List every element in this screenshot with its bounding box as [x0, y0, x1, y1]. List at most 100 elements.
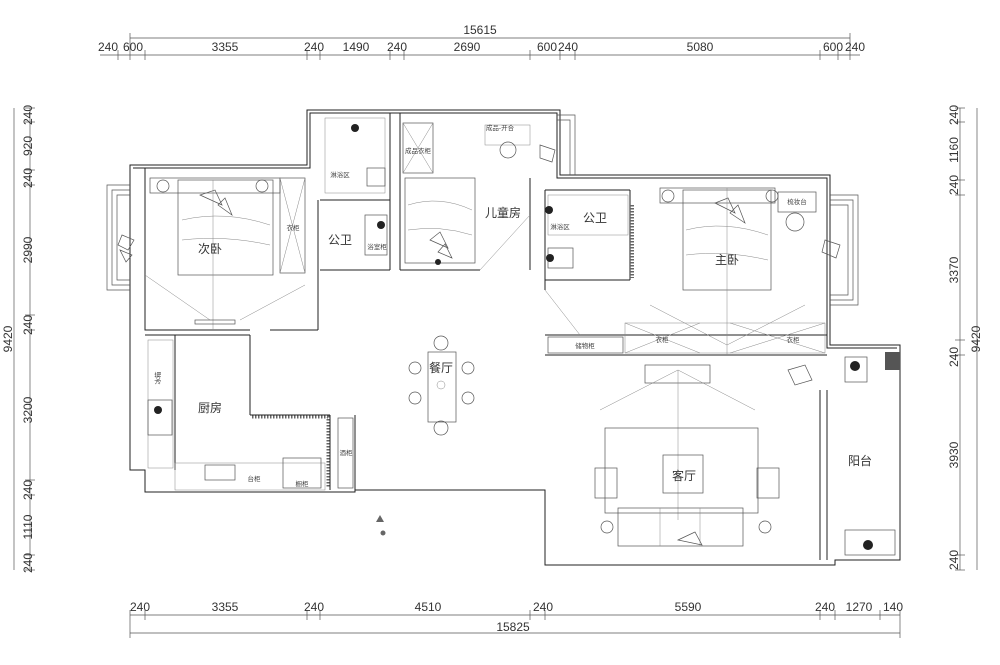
bottom-dim-3: 240 [304, 600, 324, 614]
left-dimension-chain: 240 920 240 2990 240 3200 240 1110 240 9… [1, 105, 35, 573]
lamp-icon [156, 179, 170, 193]
right-dim-7: 240 [947, 550, 961, 570]
left-dim-1: 240 [21, 105, 35, 125]
column-block [885, 352, 900, 370]
bottom-dim-2: 3355 [212, 600, 239, 614]
shower-head-icon [545, 206, 553, 214]
shoe-cabinet-label: 储物柜 [575, 341, 595, 350]
cooktop-label: 橱柜 [296, 479, 310, 488]
kitchen-wall-hatch [252, 415, 330, 488]
master-bedroom-furniture: 梳妆台 主卧 储物柜 衣柜 衣柜 [547, 187, 841, 355]
bath-cabinet-label: 浴室柜 [367, 242, 387, 251]
fridge [282, 457, 322, 489]
bottom-total-label: 15825 [496, 620, 530, 634]
right-dimension-chain: 240 1160 240 3370 240 3930 240 9420 [947, 105, 983, 571]
left-dim-9: 240 [21, 553, 35, 573]
bottom-dim-6: 5590 [675, 600, 702, 614]
shower-head-icon [351, 124, 359, 132]
room-label-balcony: 阳台 [848, 453, 872, 468]
bottom-dim-4: 4510 [415, 600, 442, 614]
left-dim-3: 240 [21, 168, 35, 188]
top-dimension-chain: 15615 240 600 3355 240 1490 240 2690 600… [98, 23, 865, 60]
top-dim-3: 3355 [212, 40, 239, 54]
left-dim-6: 3200 [21, 396, 35, 423]
bottom-dim-8: 1270 [846, 600, 873, 614]
balcony-fixtures: 阳台 [844, 352, 900, 556]
bath-2-fixtures: 淋浴区 公卫 [544, 194, 629, 336]
wash-basin-label: 成品-开合 [486, 123, 515, 132]
top-dim-1: 240 [98, 40, 118, 54]
bottom-dim-5: 240 [533, 600, 553, 614]
living-room-furniture: 客厅 [594, 364, 813, 547]
outer-walls [106, 109, 901, 566]
room-label-living: 客厅 [672, 468, 696, 483]
top-dim-11: 600 [823, 40, 843, 54]
second-bedroom-furniture: 次卧 衣柜 [117, 177, 306, 330]
wardrobe-label-1: 衣柜 [287, 223, 301, 232]
top-dim-2: 600 [123, 40, 143, 54]
dresser-label: 梳妆台 [787, 197, 807, 206]
left-dim-4: 2990 [21, 236, 35, 263]
wine-cabinet-label: 酒柜 [340, 448, 354, 457]
sofa [617, 507, 744, 547]
entrance-marker [376, 515, 386, 536]
top-dim-12: 240 [845, 40, 865, 54]
left-total-label: 9420 [1, 325, 15, 352]
room-label-dining: 餐厅 [429, 360, 453, 375]
washing-machine [844, 356, 868, 383]
stove [204, 464, 236, 481]
shower-label-1: 淋浴区 [330, 170, 350, 179]
bottom-dimension-chain: 240 3355 240 4510 240 5590 240 1270 140 … [129, 600, 903, 638]
stove-cabinet-label: 台柜 [248, 474, 262, 483]
left-dim-8: 1110 [21, 514, 35, 539]
bath-1-fixtures: 淋浴区 公卫 浴室柜 [324, 117, 388, 256]
wardrobe-label-2: 衣柜 [656, 335, 670, 344]
lamp-icon [661, 189, 675, 203]
bottom-dim-1: 240 [130, 600, 150, 614]
top-dim-6: 240 [387, 40, 407, 54]
wardrobe [279, 177, 306, 274]
top-dim-10: 5080 [687, 40, 714, 54]
dining-table [427, 351, 457, 423]
top-dim-8: 600 [537, 40, 557, 54]
fridge-label: 冰箱 [153, 371, 162, 385]
toilet-icon [366, 167, 386, 187]
dining-furniture: 餐厅 [408, 335, 475, 436]
rug [604, 427, 759, 514]
wash-basin [484, 124, 531, 146]
coffee-table [662, 454, 704, 494]
room-label-public-bath-1: 公卫 [328, 233, 352, 247]
dresser [777, 191, 817, 213]
vanity [364, 214, 388, 256]
kids-room-furniture: 成品衣柜 成品-开合 儿童房 [402, 122, 556, 271]
right-total-label: 9420 [969, 325, 983, 352]
wine-cabinet [337, 417, 354, 489]
linen-cabinet-label: 成品衣柜 [405, 146, 432, 155]
room-label-kids-room: 儿童房 [485, 205, 521, 220]
right-dim-6: 3930 [947, 441, 961, 468]
bottom-dim-7: 240 [815, 600, 835, 614]
linen-cabinet [402, 122, 434, 174]
tv-cabinet [644, 364, 711, 384]
sink [147, 399, 173, 436]
top-dim-7: 2690 [454, 40, 481, 54]
armchair [594, 467, 618, 499]
top-dim-9: 240 [558, 40, 578, 54]
armchair [756, 467, 780, 499]
top-dim-4: 240 [304, 40, 324, 54]
left-dim-5: 240 [21, 315, 35, 335]
shoe-cabinet [547, 336, 624, 354]
left-dim-7: 240 [21, 480, 35, 500]
right-dim-2: 1160 [947, 137, 961, 163]
right-dim-5: 240 [947, 347, 961, 367]
shower-label-2: 淋浴区 [550, 222, 570, 231]
bottom-dim-9: 140 [883, 600, 903, 614]
kitchen-furniture: 冰箱 台柜 橱柜 酒柜 厨房 [147, 339, 354, 491]
lamp-icon [255, 179, 269, 193]
kids-bed [404, 177, 476, 264]
room-label-second-bedroom: 次卧 [198, 242, 222, 256]
top-total-label: 15615 [463, 23, 497, 37]
lamp-icon [765, 189, 779, 203]
right-dim-3: 240 [947, 175, 961, 195]
